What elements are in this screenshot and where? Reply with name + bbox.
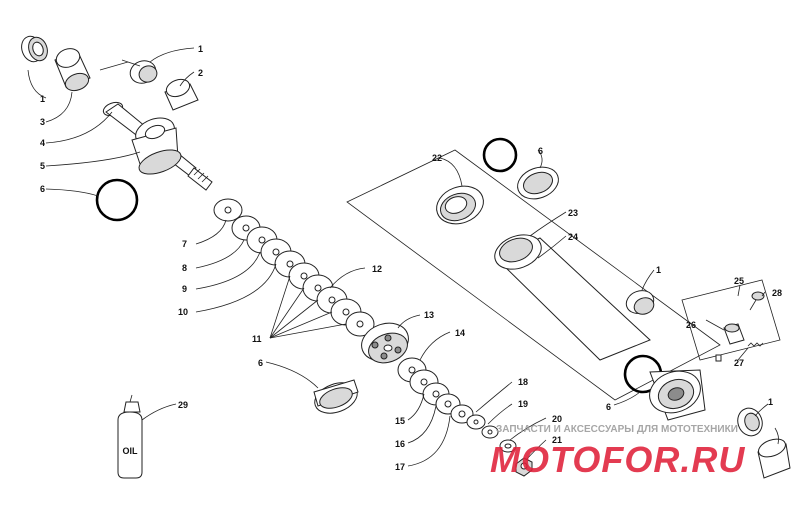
watermark: ЗАПЧАСТИ И АКСЕССУАРЫ ДЛЯ МОТОТЕХНИКИ MO… bbox=[490, 424, 745, 480]
callout-15: 15 bbox=[395, 416, 405, 426]
callout-13: 13 bbox=[424, 310, 434, 320]
callout-4: 4 bbox=[40, 138, 45, 148]
cylinder-23 bbox=[494, 234, 651, 361]
callout-19: 19 bbox=[518, 399, 528, 409]
callout-9: 9 bbox=[182, 284, 187, 294]
reservoir-body bbox=[649, 369, 706, 421]
callout-6: 6 bbox=[258, 358, 263, 368]
callout-29: 29 bbox=[178, 400, 188, 410]
oil-bottle-29: OIL bbox=[117, 394, 143, 479]
callout-18: 18 bbox=[518, 377, 528, 387]
callout-12: 12 bbox=[372, 264, 382, 274]
sleeve-2 bbox=[164, 78, 199, 111]
cylinder-group-outline bbox=[346, 149, 721, 401]
callout-26: 26 bbox=[686, 320, 696, 330]
spring-27 bbox=[747, 342, 764, 347]
shock-body-5 bbox=[131, 117, 182, 175]
seal-6-upper-right bbox=[517, 166, 559, 200]
callout-14: 14 bbox=[455, 328, 465, 338]
callout-28: 28 bbox=[772, 288, 782, 298]
callout-7: 7 bbox=[182, 239, 187, 249]
callout-1: 1 bbox=[198, 44, 203, 54]
callout-21: 21 bbox=[552, 435, 562, 445]
callout-1: 1 bbox=[656, 265, 661, 275]
callout-labels: 1 1 2 3 4 5 6 7 8 9 10 11 12 13 14 6 15 … bbox=[40, 44, 782, 472]
callout-20: 20 bbox=[552, 414, 562, 424]
callout-11: 11 bbox=[252, 334, 262, 344]
callout-2: 2 bbox=[198, 68, 203, 78]
callout-25: 25 bbox=[734, 276, 744, 286]
watermark-caption: ЗАПЧАСТИ И АКСЕССУАРЫ ДЛЯ МОТОТЕХНИКИ bbox=[496, 424, 738, 435]
callout-6: 6 bbox=[606, 402, 611, 412]
callout-23: 23 bbox=[568, 208, 578, 218]
o-ring-6-upper bbox=[482, 137, 518, 173]
valve-group-outline bbox=[681, 279, 781, 361]
callout-22: 22 bbox=[432, 153, 442, 163]
oil-label: OIL bbox=[123, 446, 139, 456]
valve-pin bbox=[715, 354, 722, 362]
callout-6: 6 bbox=[538, 146, 543, 156]
callout-5: 5 bbox=[40, 161, 45, 171]
callout-27: 27 bbox=[734, 358, 744, 368]
washer-20 bbox=[499, 439, 517, 453]
shim-stack bbox=[213, 198, 375, 337]
callout-1: 1 bbox=[40, 94, 45, 104]
callout-1: 1 bbox=[768, 397, 773, 407]
callout-24: 24 bbox=[568, 232, 578, 242]
sleeve-2-bottom-right bbox=[757, 438, 791, 479]
callout-8: 8 bbox=[182, 263, 187, 273]
leader-lines bbox=[27, 47, 779, 467]
bushing-1-right bbox=[625, 290, 655, 315]
o-ring-6-left bbox=[95, 178, 139, 222]
callout-6: 6 bbox=[40, 184, 45, 194]
valve-body-26 bbox=[723, 323, 745, 345]
nut-21 bbox=[515, 457, 533, 477]
piston-13 bbox=[361, 322, 409, 364]
callout-10: 10 bbox=[178, 307, 188, 317]
seal-ring-6-lower bbox=[313, 379, 359, 414]
callout-17: 17 bbox=[395, 462, 405, 472]
shim-stack-lower bbox=[397, 357, 499, 439]
bushing-1-top-left bbox=[21, 35, 48, 63]
bushing-1-upper bbox=[129, 60, 158, 84]
callout-16: 16 bbox=[395, 439, 405, 449]
guide-22 bbox=[436, 185, 484, 225]
screw-28 bbox=[749, 291, 765, 311]
watermark-logo: MOTOFOR.RU bbox=[490, 439, 745, 480]
sleeve-3 bbox=[54, 48, 91, 92]
callout-3: 3 bbox=[40, 117, 45, 127]
